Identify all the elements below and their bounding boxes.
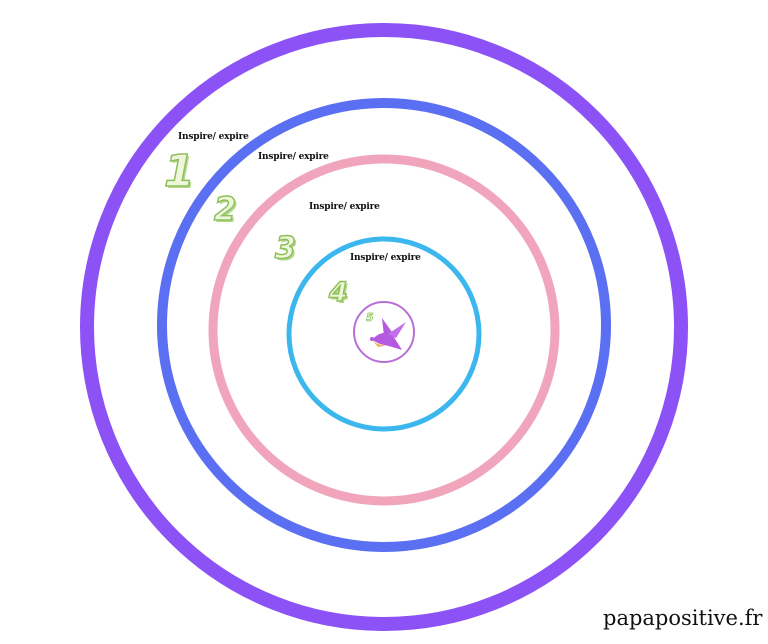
label-ring-4: Inspire/ expire — [350, 253, 421, 263]
number-1: 1 — [163, 146, 195, 197]
number-3: 3 — [274, 231, 296, 266]
watermark: papapositive.fr — [603, 606, 763, 630]
ring-1 — [80, 23, 688, 631]
ring-2 — [157, 98, 611, 552]
label-ring-3: Inspire/ expire — [309, 202, 380, 212]
label-ring-2: Inspire/ expire — [258, 152, 329, 162]
bird-icon — [370, 318, 406, 350]
number-2: 2 — [213, 190, 237, 228]
label-ring-1: Inspire/ expire — [178, 132, 249, 142]
ring-3 — [208, 154, 560, 506]
ring-4 — [286, 236, 482, 432]
number-5: 5 — [366, 311, 374, 324]
number-4: 4 — [328, 277, 348, 308]
